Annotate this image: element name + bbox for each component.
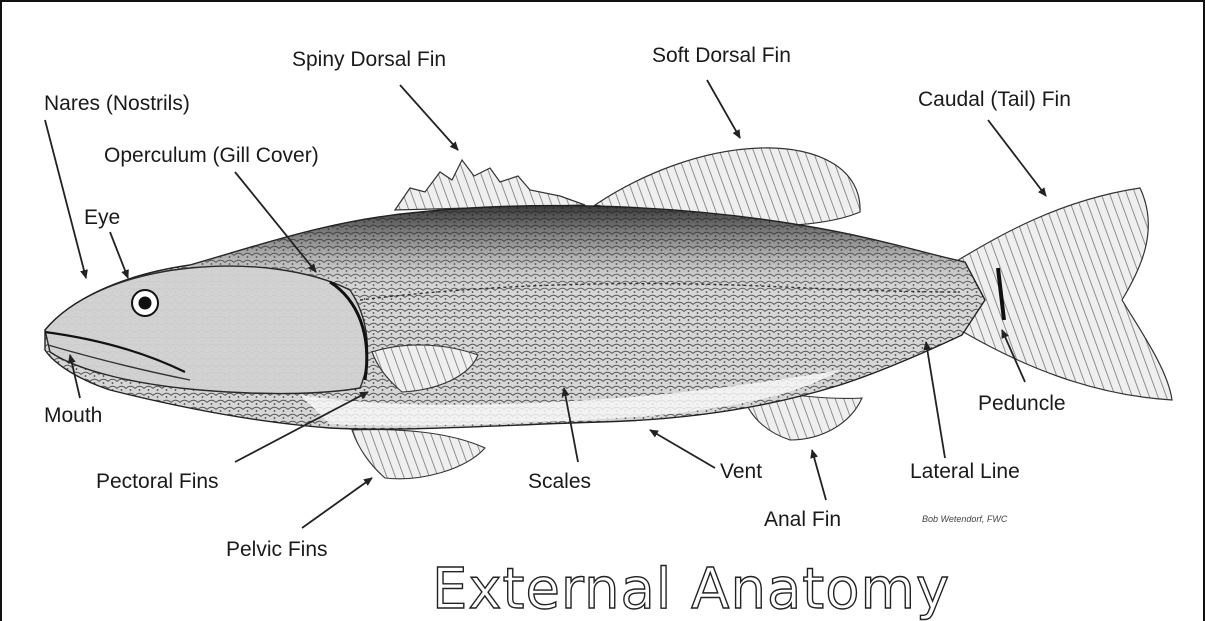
pelvic-fin-shape	[352, 430, 485, 479]
caudal-fin-shape	[955, 188, 1172, 400]
arrow-soft-dorsal	[707, 80, 740, 138]
eye-pupil	[139, 297, 152, 310]
label-caudal: Caudal (Tail) Fin	[918, 88, 1071, 111]
label-mouth: Mouth	[44, 404, 102, 427]
diagram-title: External Anatomy	[432, 557, 950, 621]
label-nares: Nares (Nostrils)	[44, 92, 190, 115]
spiny-dorsal-fin-shape	[395, 160, 585, 210]
label-eye: Eye	[84, 206, 120, 229]
arrow-nares	[45, 120, 86, 278]
arrow-anal	[812, 450, 826, 500]
arrow-spiny-dorsal	[400, 85, 458, 150]
label-soft-dorsal: Soft Dorsal Fin	[652, 44, 791, 67]
arrow-caudal	[988, 120, 1046, 196]
arrow-vent	[650, 430, 715, 468]
arrow-pelvic	[302, 478, 372, 528]
illustrator-credit: Bob Wetendorf, FWC	[922, 514, 1008, 524]
label-spiny-dorsal: Spiny Dorsal Fin	[292, 48, 446, 71]
arrow-lateral-line	[926, 342, 945, 458]
fish-illustration	[45, 148, 1172, 479]
label-scales: Scales	[528, 470, 591, 493]
label-pectoral: Pectoral Fins	[96, 470, 219, 493]
arrow-eye	[110, 232, 128, 278]
label-pelvic: Pelvic Fins	[226, 538, 328, 561]
label-lateral-line: Lateral Line	[910, 460, 1020, 483]
label-operculum: Operculum (Gill Cover)	[104, 144, 319, 167]
label-peduncle: Peduncle	[978, 392, 1066, 415]
label-vent: Vent	[720, 460, 762, 483]
label-anal: Anal Fin	[764, 508, 841, 531]
